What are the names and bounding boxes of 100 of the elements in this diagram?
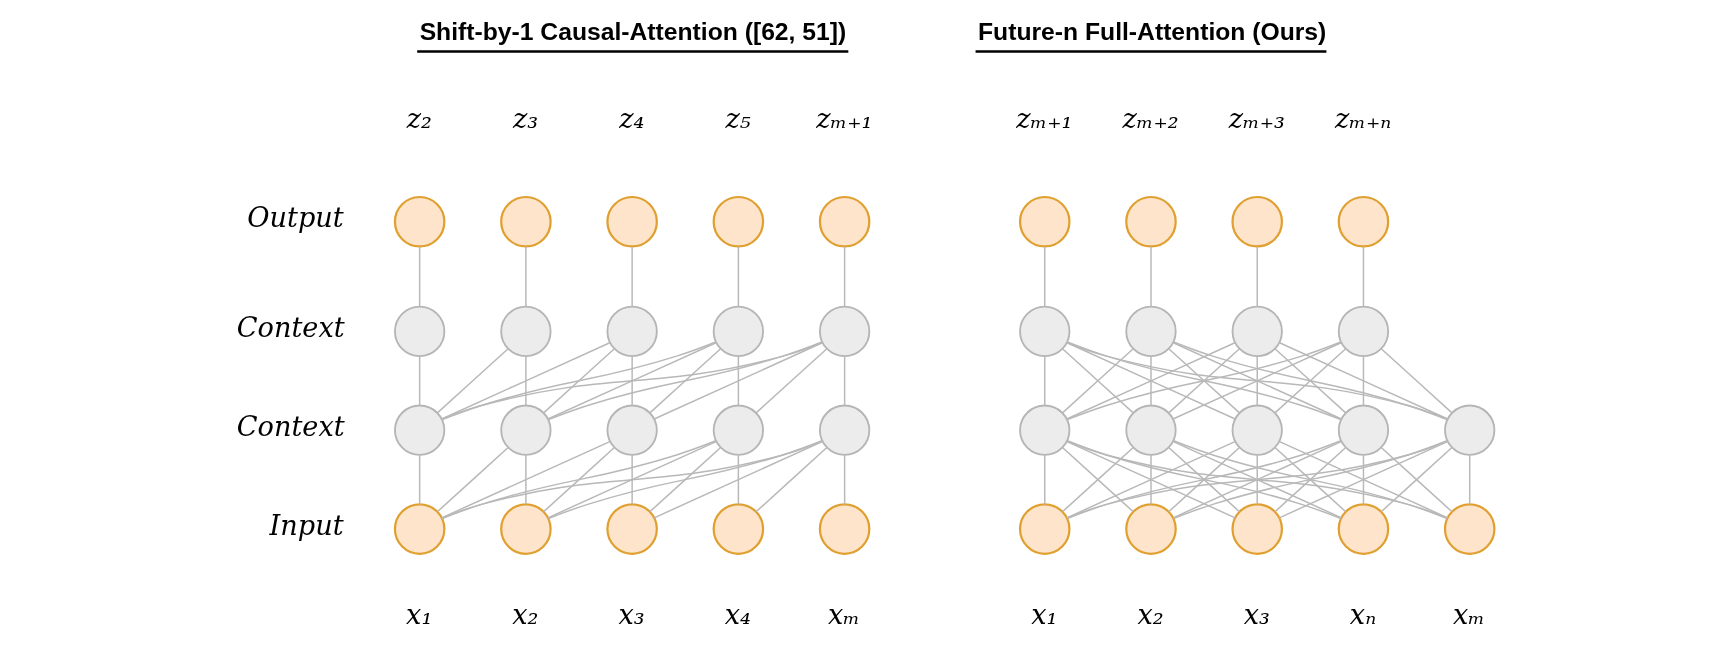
node-circle xyxy=(1337,195,1389,248)
connector xyxy=(648,348,721,414)
node-circle xyxy=(1231,305,1283,358)
connector xyxy=(547,341,823,421)
connector xyxy=(441,440,716,520)
connector xyxy=(652,342,823,420)
node-label: z₅ xyxy=(724,102,751,134)
connector xyxy=(1172,341,1448,421)
node-circle xyxy=(606,404,658,456)
label: Output xyxy=(246,202,344,234)
connector xyxy=(1362,355,1364,407)
connector xyxy=(1380,348,1453,414)
connector xyxy=(440,440,611,519)
connector xyxy=(542,447,615,513)
connector xyxy=(1061,348,1134,414)
node-label: zₘ₊₁ xyxy=(1015,102,1073,134)
connector xyxy=(843,246,845,308)
connector xyxy=(630,454,633,505)
node-circle xyxy=(1231,404,1283,456)
connector xyxy=(418,355,420,407)
label: Future-n Full-Attention (Ours) xyxy=(977,18,1326,46)
node-circle xyxy=(606,305,658,358)
node-label: x₄ xyxy=(724,598,751,630)
connector xyxy=(524,355,527,407)
connector xyxy=(1278,440,1448,519)
connector xyxy=(1065,440,1236,519)
node-circle xyxy=(499,503,552,555)
node-circle xyxy=(1230,503,1283,555)
connector xyxy=(418,246,420,308)
connector xyxy=(436,348,509,414)
node-circle xyxy=(1230,195,1283,248)
connector xyxy=(1043,355,1045,407)
node-circle xyxy=(1337,503,1389,555)
connector xyxy=(1043,246,1045,308)
connector xyxy=(1149,246,1152,308)
node-label: xₘ xyxy=(1452,598,1485,630)
node-circle xyxy=(499,404,552,456)
node-label: x₁ xyxy=(1030,598,1057,630)
node-label: zₘ₊ₙ xyxy=(1334,102,1391,134)
connector xyxy=(1149,454,1152,505)
node-label: x₃ xyxy=(618,598,645,630)
node-circle xyxy=(1124,404,1177,456)
node-label: x₂ xyxy=(511,598,539,630)
connector xyxy=(1065,342,1236,420)
connector xyxy=(1256,246,1258,308)
node-circle xyxy=(393,305,445,358)
connector xyxy=(737,355,739,407)
node-circle xyxy=(712,195,764,248)
node-circle xyxy=(499,305,552,358)
connector xyxy=(630,355,633,407)
connector xyxy=(542,348,615,414)
node-label: xₘ xyxy=(827,598,860,630)
node-label: zₘ₊₃ xyxy=(1228,102,1285,134)
node-circle xyxy=(605,503,658,555)
node-circle xyxy=(1018,404,1070,456)
node-circle xyxy=(1337,404,1389,456)
connector xyxy=(1066,440,1448,519)
node-circle xyxy=(1018,305,1070,358)
connector xyxy=(546,440,717,519)
connector xyxy=(1066,341,1342,421)
node-circle xyxy=(1124,503,1177,555)
node-circle xyxy=(818,195,870,248)
node-circle xyxy=(1124,305,1177,358)
connector xyxy=(524,454,527,505)
connector xyxy=(1167,447,1240,513)
connector xyxy=(1066,341,1448,420)
node-circle xyxy=(1018,503,1071,555)
connector xyxy=(648,447,721,513)
node-circle xyxy=(1443,404,1495,456)
connector xyxy=(440,341,823,420)
connector xyxy=(630,246,633,308)
connector xyxy=(1167,348,1240,414)
node-circle xyxy=(712,404,764,456)
node-label: zₘ₊₁ xyxy=(815,102,872,134)
node-circle xyxy=(1337,305,1389,358)
node-label: zₘ₊₂ xyxy=(1122,102,1179,134)
node-label: xₙ xyxy=(1349,598,1376,630)
node-circle xyxy=(818,404,870,456)
connector xyxy=(1172,440,1448,520)
connector xyxy=(546,342,717,420)
label: Context xyxy=(236,410,345,442)
connector xyxy=(754,348,827,414)
node-circle xyxy=(393,195,445,248)
connector xyxy=(524,246,527,308)
connector xyxy=(737,246,739,308)
connector xyxy=(754,447,827,513)
connector xyxy=(737,454,739,505)
label: Shift-by-1 Causal-Attention ([62, 51]) xyxy=(419,18,846,46)
node-circle xyxy=(818,503,870,555)
node-circle xyxy=(499,195,552,248)
node-label: z₄ xyxy=(618,102,644,134)
node-label: z₃ xyxy=(512,102,538,134)
connector xyxy=(843,355,845,407)
node-label: z₂ xyxy=(406,102,432,134)
node-circle xyxy=(1443,503,1495,555)
connector xyxy=(440,440,823,519)
connector xyxy=(1066,440,1342,520)
connector xyxy=(1362,454,1364,505)
connector xyxy=(1149,355,1152,407)
node-circle xyxy=(1124,195,1177,248)
